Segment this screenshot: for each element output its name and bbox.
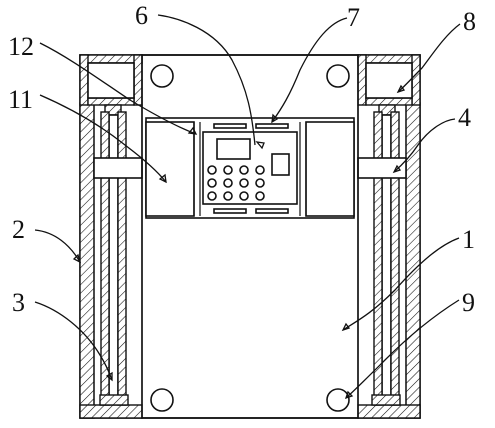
label-1: 1 (462, 225, 475, 254)
label-9: 9 (462, 288, 475, 317)
right-side-module (305, 121, 355, 217)
label-11: 11 (8, 85, 33, 114)
label-7: 7 (347, 3, 360, 32)
label-4: 4 (458, 103, 471, 132)
label-6: 6 (135, 1, 148, 30)
label-8: 8 (463, 7, 476, 36)
label-3: 3 (12, 288, 25, 317)
bottom-slot-left (213, 208, 247, 214)
right-screw-rod (371, 104, 401, 406)
top-left-box (87, 62, 135, 99)
left-slider-block (93, 157, 143, 179)
label-12: 12 (8, 32, 34, 61)
corner-circle-br (326, 388, 350, 412)
controller-indicator (271, 153, 290, 176)
controller-screen (216, 138, 251, 160)
leader-lines (34, 14, 461, 400)
keypad (207, 165, 265, 201)
label-2: 2 (12, 215, 25, 244)
top-right-box (365, 62, 413, 99)
corner-circle-tl (150, 64, 174, 88)
left-screw-rod (99, 104, 129, 406)
corner-circle-tr (326, 64, 350, 88)
bottom-slot-right (255, 208, 289, 214)
central-panel (141, 54, 359, 419)
top-slot-right (255, 123, 289, 129)
corner-circle-bl (150, 388, 174, 412)
right-side-wall (357, 54, 421, 419)
top-slot-left (213, 123, 247, 129)
